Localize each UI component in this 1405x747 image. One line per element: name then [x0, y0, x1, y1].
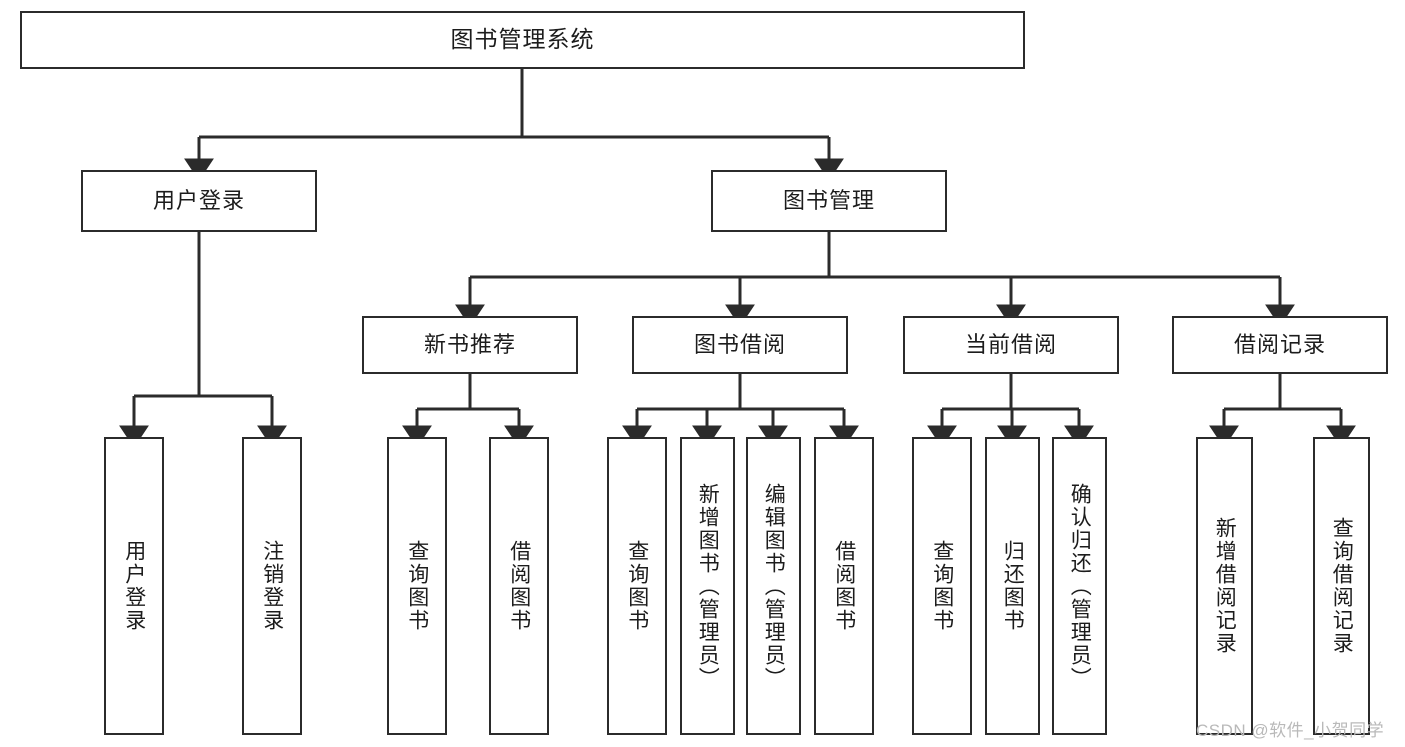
node-label: 借阅图书: [832, 540, 856, 632]
node-leaf-11[interactable]: 确认归还（管理员）: [1052, 437, 1107, 735]
node-root[interactable]: 图书管理系统: [20, 11, 1025, 69]
node-leaf-5[interactable]: 查询图书: [607, 437, 667, 735]
node-label: 用户登录: [122, 540, 146, 632]
node-label: 新增图书（管理员）: [696, 482, 720, 690]
node-label: 查询图书: [625, 540, 649, 632]
node-current-borrow[interactable]: 当前借阅: [903, 316, 1119, 374]
node-new-book-rec[interactable]: 新书推荐: [362, 316, 578, 374]
node-label: 确认归还（管理员）: [1068, 482, 1092, 690]
node-leaf-2[interactable]: 注销登录: [242, 437, 302, 735]
node-label: 查询借阅记录: [1330, 517, 1354, 655]
node-label: 查询图书: [405, 540, 429, 632]
node-borrow-record[interactable]: 借阅记录: [1172, 316, 1388, 374]
node-label: 新书推荐: [423, 332, 516, 358]
node-leaf-9[interactable]: 查询图书: [912, 437, 972, 735]
node-label: 归还图书: [1001, 540, 1025, 632]
node-label: 当前借阅: [964, 332, 1057, 358]
node-book-mgmt[interactable]: 图书管理: [711, 170, 947, 232]
node-leaf-13[interactable]: 查询借阅记录: [1313, 437, 1370, 735]
node-leaf-12[interactable]: 新增借阅记录: [1196, 437, 1253, 735]
node-leaf-10[interactable]: 归还图书: [985, 437, 1040, 735]
node-label: 用户登录: [152, 188, 245, 214]
node-label: 编辑图书（管理员）: [762, 482, 786, 690]
node-leaf-3[interactable]: 查询图书: [387, 437, 447, 735]
node-label: 图书借阅: [693, 332, 786, 358]
node-label: 借阅图书: [507, 540, 531, 632]
node-leaf-7[interactable]: 编辑图书（管理员）: [746, 437, 801, 735]
node-leaf-6[interactable]: 新增图书（管理员）: [680, 437, 735, 735]
node-label: 图书管理系统: [450, 26, 595, 53]
node-label: 新增借阅记录: [1213, 517, 1237, 655]
node-leaf-1[interactable]: 用户登录: [104, 437, 164, 735]
node-leaf-8[interactable]: 借阅图书: [814, 437, 874, 735]
csdn-watermark: CSDN @软件_小贺同学: [1196, 721, 1385, 740]
node-label: 借阅记录: [1233, 332, 1326, 358]
node-label: 查询图书: [930, 540, 954, 632]
node-book-borrow[interactable]: 图书借阅: [632, 316, 848, 374]
node-label: 图书管理: [782, 188, 875, 214]
node-leaf-4[interactable]: 借阅图书: [489, 437, 549, 735]
node-user-login[interactable]: 用户登录: [81, 170, 317, 232]
node-label: 注销登录: [260, 540, 284, 632]
